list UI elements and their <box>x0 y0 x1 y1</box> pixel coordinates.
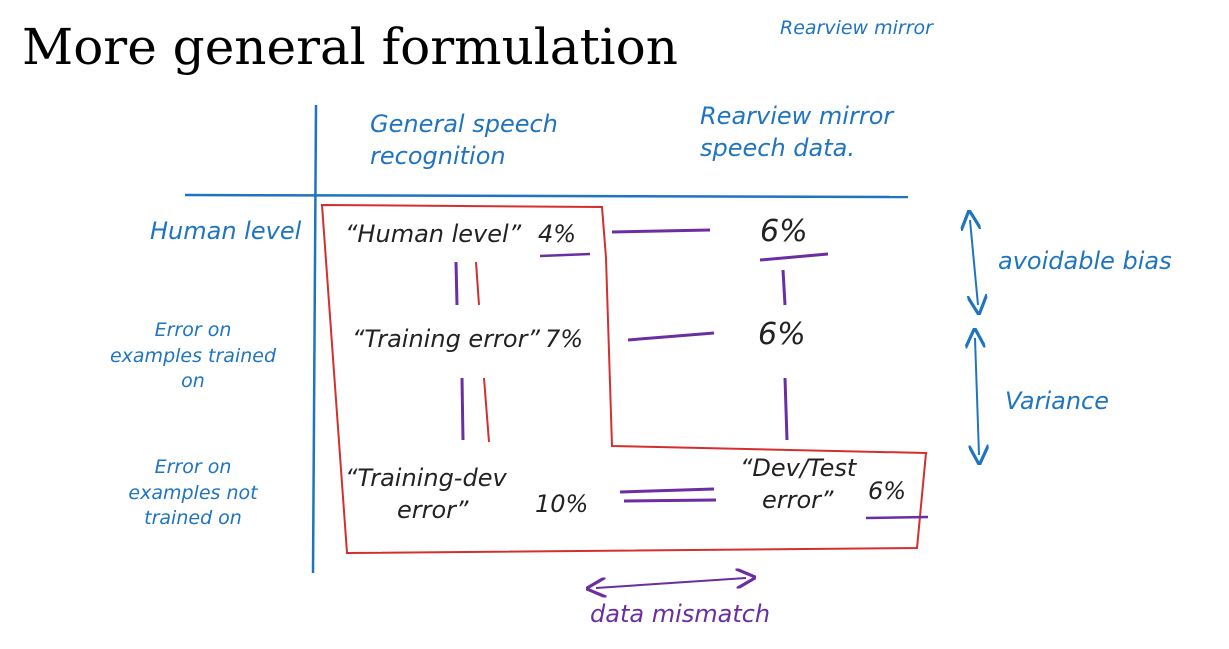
row-header-trained-line2: examples trained <box>109 344 277 367</box>
cell-training-dev-line2: error” <box>397 496 469 525</box>
cell-rear-human-value: 6% <box>760 214 808 249</box>
cell-dev-test-line1: “Dev/Test <box>740 454 857 482</box>
row-header-human-level: Human level <box>150 217 302 245</box>
row-header-trained-line1: Error on <box>154 319 232 341</box>
cell-training-error-label: “Training error” <box>352 325 540 353</box>
bar-rear-1 <box>781 269 787 306</box>
column-header-general-line2: recognition <box>370 142 506 171</box>
equal-bar-left-2 <box>475 261 480 306</box>
cell-dev-test-value: 6% <box>868 477 907 505</box>
row-header-trained: Error on examples trained on <box>108 318 278 395</box>
row-header-trained-line3: on <box>181 370 205 393</box>
dash-dev-1 <box>619 487 715 494</box>
row-header-not-trained-line3: trained on <box>144 507 242 530</box>
column-header-rearview-line1: Rearview mirror <box>700 102 894 130</box>
arrow-variance <box>975 338 979 455</box>
arrow-avoidable-bias <box>970 220 978 305</box>
column-header-general-line1: General speech <box>370 110 558 138</box>
red-outline-box <box>320 203 928 555</box>
cell-training-dev-line1: “Training-dev <box>345 464 507 492</box>
column-header-rearview: Rearview mirror speech data. <box>700 100 893 165</box>
page-title: More general formulation <box>22 18 678 76</box>
arrow-data-mismatch <box>596 578 746 588</box>
equal-bar-left-1 <box>454 261 459 306</box>
note-rearview-mirror: Rearview mirror <box>780 17 933 39</box>
dash-training-error <box>627 331 715 342</box>
bar-rear-2 <box>783 377 789 441</box>
underline-rear-human <box>759 252 829 262</box>
cell-dev-test-line2: error” <box>762 486 834 515</box>
dash-human-level <box>611 228 711 234</box>
cell-training-error-value: 7% <box>545 325 584 353</box>
cell-training-dev-value: 10% <box>535 490 589 518</box>
row-header-not-trained-line1: Error on <box>154 456 232 478</box>
cell-human-level-value: 4% <box>538 220 577 248</box>
underline-human-level-value <box>539 252 591 258</box>
cell-human-level-label: “Human level” <box>345 220 522 248</box>
cell-training-dev-label: “Training-dev error” <box>345 462 507 527</box>
column-header-general: General speech recognition <box>370 108 558 173</box>
annotation-avoidable-bias: avoidable bias <box>998 247 1172 275</box>
dash-dev-2 <box>623 498 717 503</box>
row-header-not-trained: Error on examples not trained on <box>108 455 278 532</box>
equal-bar-left-4 <box>483 377 490 443</box>
underline-dev-test-value <box>865 515 929 520</box>
annotation-data-mismatch: data mismatch <box>590 600 771 628</box>
annotation-variance: Variance <box>1005 387 1110 415</box>
grid-vertical-line <box>311 104 318 574</box>
equal-bar-left-3 <box>460 377 465 441</box>
cell-dev-test-label: “Dev/Test error” <box>740 452 856 517</box>
column-header-rearview-line2: speech data. <box>700 134 855 163</box>
grid-horizontal-line <box>184 193 909 199</box>
cell-rear-training-value: 6% <box>758 317 806 352</box>
row-header-not-trained-line2: examples not <box>128 481 258 504</box>
